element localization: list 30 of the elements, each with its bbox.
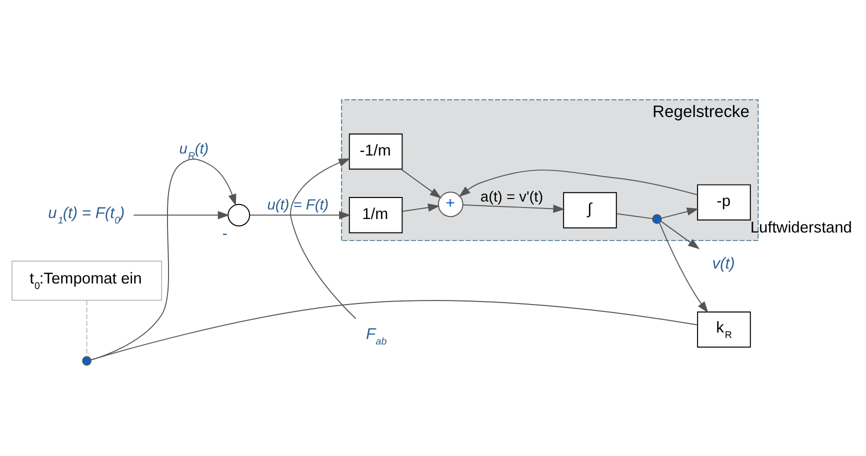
connector (90, 300, 698, 360)
connector (616, 212, 653, 219)
node-circle: + (438, 191, 464, 217)
node-text: F$_{ab}$ (366, 326, 387, 348)
node-circle (228, 203, 250, 226)
node-box: -1/m (348, 132, 403, 170)
node-text: v(t) (712, 255, 735, 272)
arrow (400, 168, 442, 198)
arrow (659, 222, 708, 313)
arrow (458, 169, 698, 197)
arrow (290, 158, 356, 319)
edge-label: a(t) = v'(t) (480, 188, 544, 205)
node-box: t$_{0}$:Tempomat ein (11, 260, 162, 300)
arrow (660, 220, 700, 249)
arrow (133, 210, 230, 219)
node-box: ∫ (563, 192, 617, 228)
edge-label: u(t) = F(t) (267, 196, 329, 213)
node-box: 1/m (348, 196, 403, 233)
arrow (462, 204, 565, 212)
node-label: - (222, 224, 228, 242)
node-switch (82, 356, 92, 366)
arrow (660, 207, 699, 218)
connector (86, 300, 88, 356)
arrow (402, 202, 440, 212)
node-box: k$_{R}$ (697, 310, 751, 348)
node-label: Luftwiderstand (750, 219, 852, 236)
node-box: -p (697, 184, 751, 220)
edge-label: u$_{R}$(t) (179, 141, 209, 162)
node-circle (652, 214, 662, 224)
arrow (250, 210, 351, 219)
